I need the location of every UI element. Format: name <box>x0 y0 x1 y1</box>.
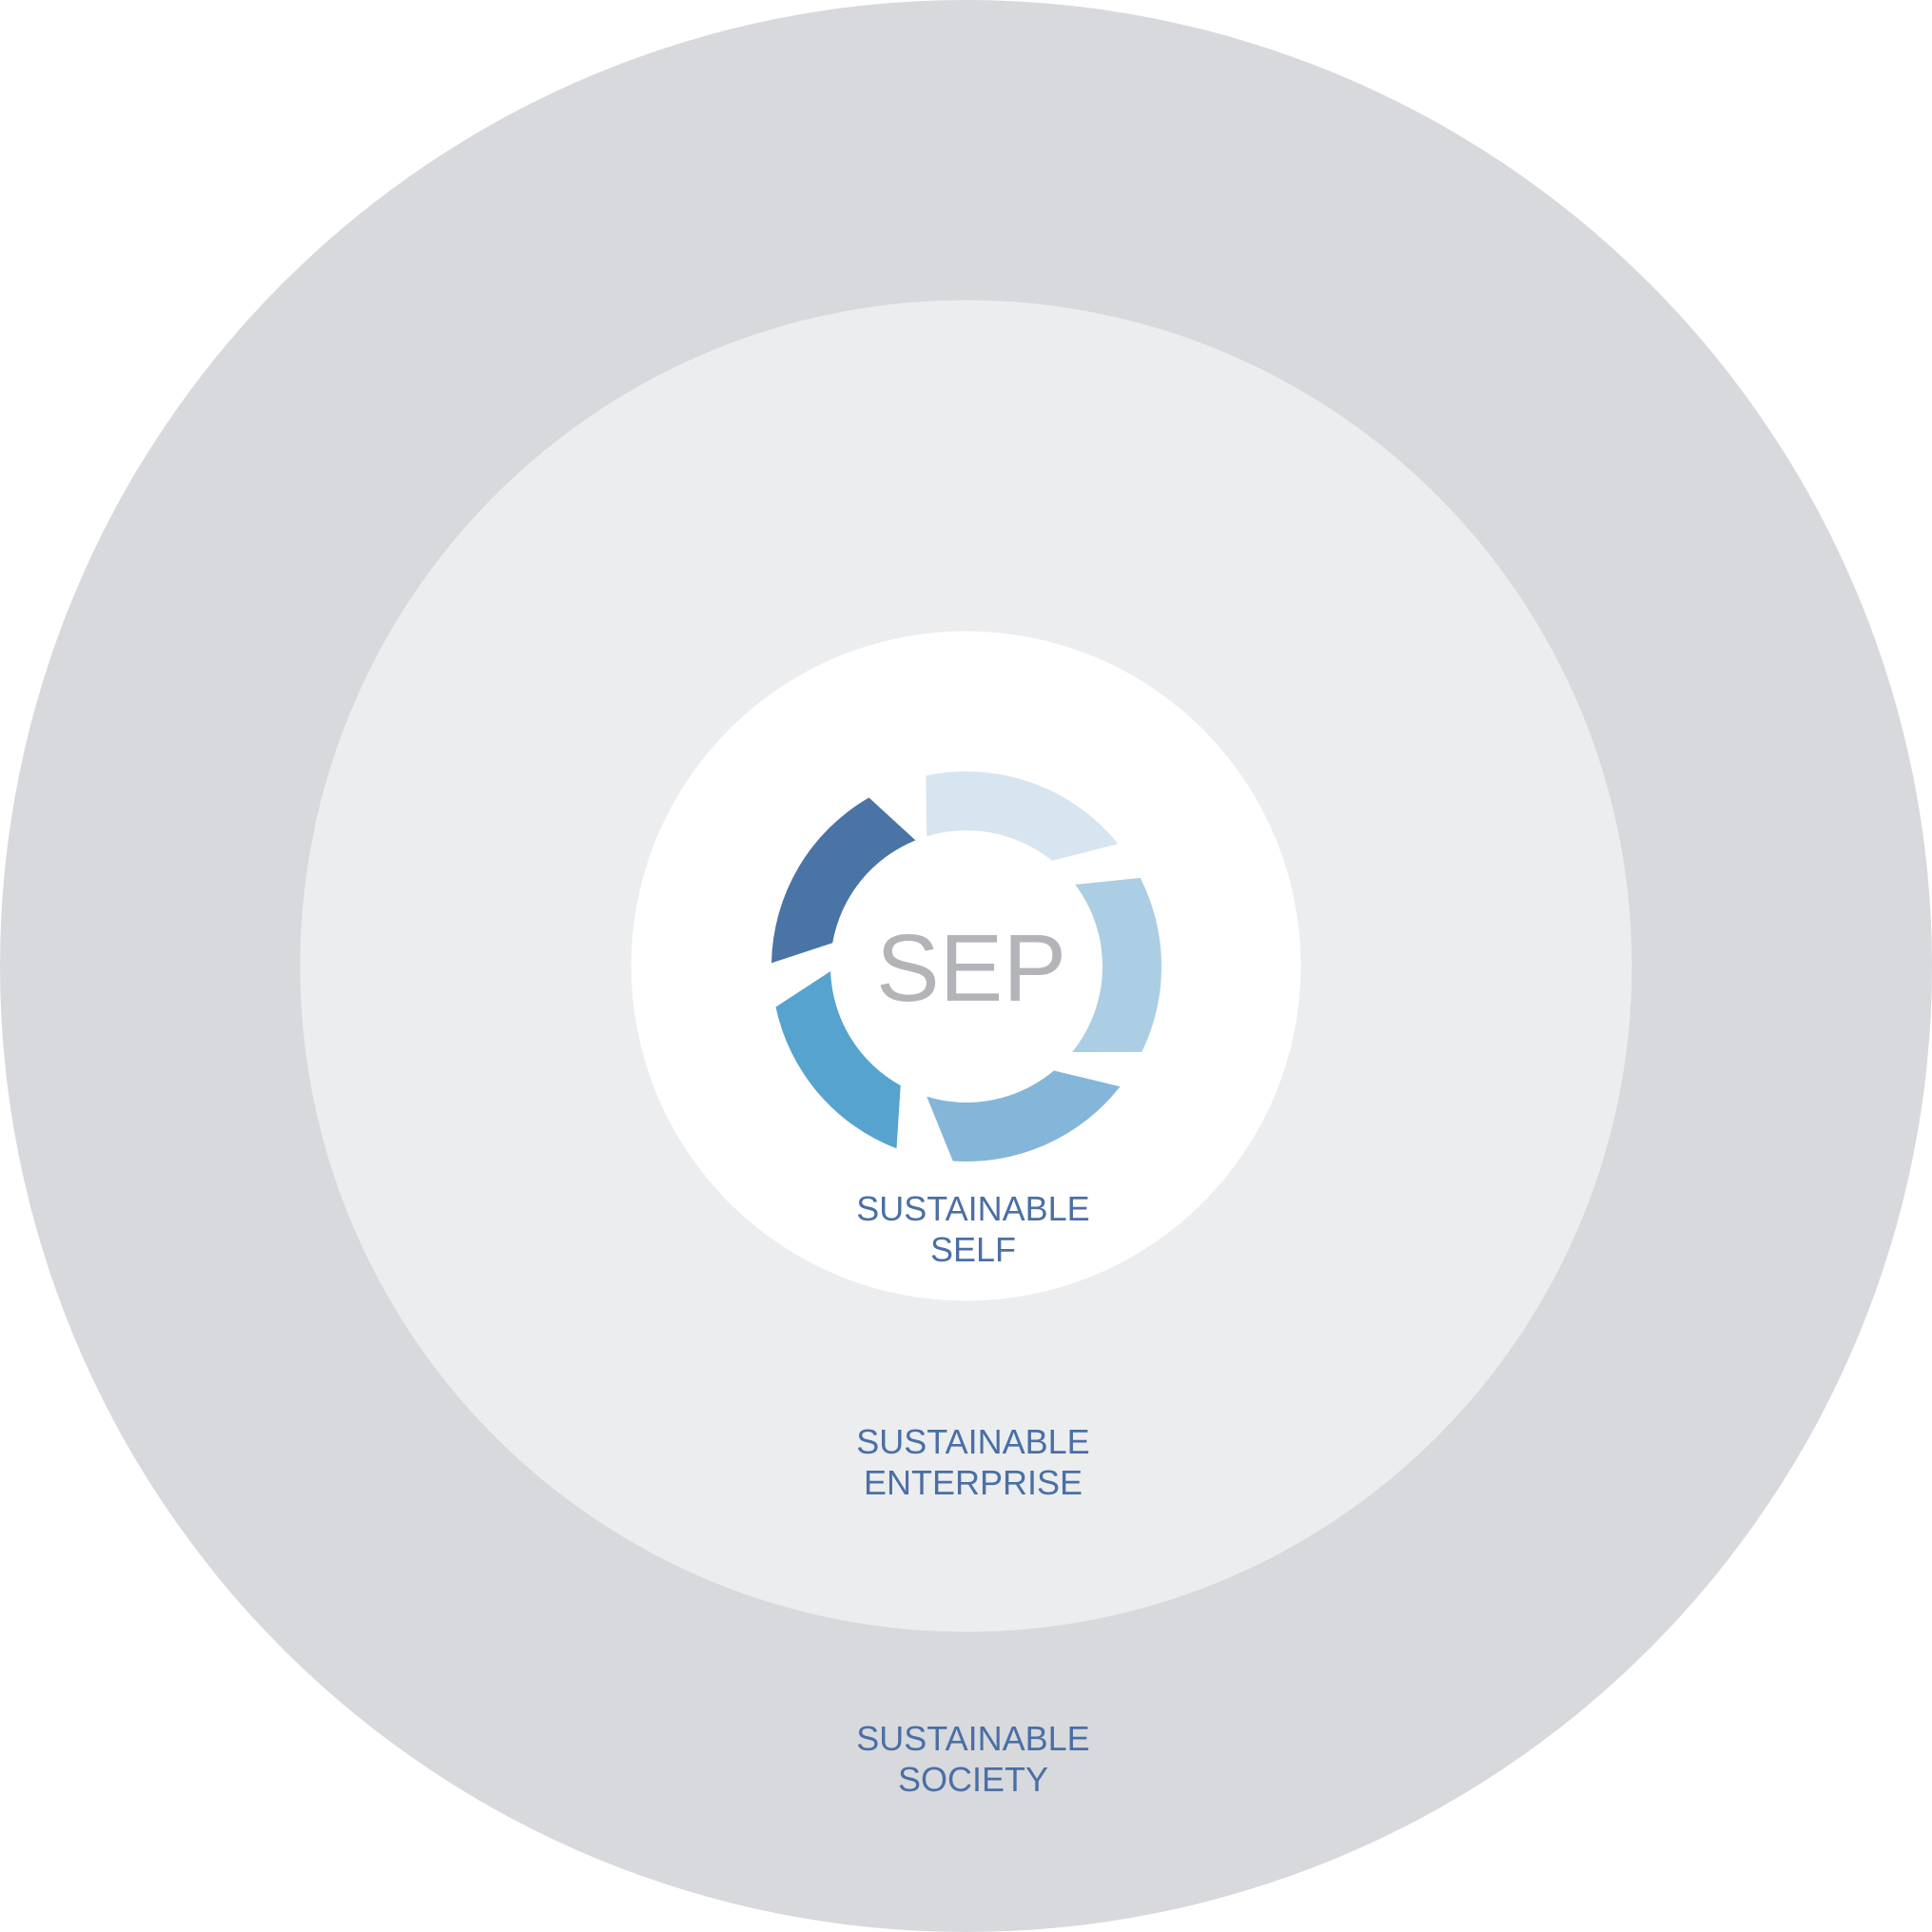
label-self-line-1: SUSTAINABLE <box>856 1189 1089 1228</box>
label-enterprise-line-2: ENTERPRISE <box>864 1463 1083 1502</box>
cycle-segment-5 <box>771 797 916 964</box>
cycle-segment-2 <box>1072 877 1162 1052</box>
cycle-segment-4 <box>775 971 901 1149</box>
cycle-segment-3 <box>927 1070 1121 1161</box>
label-sustainable-enterprise: SUSTAINABLE ENTERPRISE <box>856 1422 1089 1502</box>
label-sustainable-society: SUSTAINABLE SOCIETY <box>856 1719 1089 1799</box>
label-society-line-1: SUSTAINABLE <box>856 1719 1089 1758</box>
cycle-wheel <box>771 771 1162 1161</box>
cycle-segment-1 <box>926 771 1119 861</box>
center-label-sep: SEP <box>876 915 1066 1022</box>
label-sustainable-self: SUSTAINABLE SELF <box>856 1189 1089 1269</box>
label-enterprise-line-1: SUSTAINABLE <box>856 1422 1089 1461</box>
label-self-line-2: SELF <box>930 1230 1016 1269</box>
ring-sustainable-self <box>631 631 1301 1301</box>
label-society-line-2: SOCIETY <box>898 1760 1048 1799</box>
